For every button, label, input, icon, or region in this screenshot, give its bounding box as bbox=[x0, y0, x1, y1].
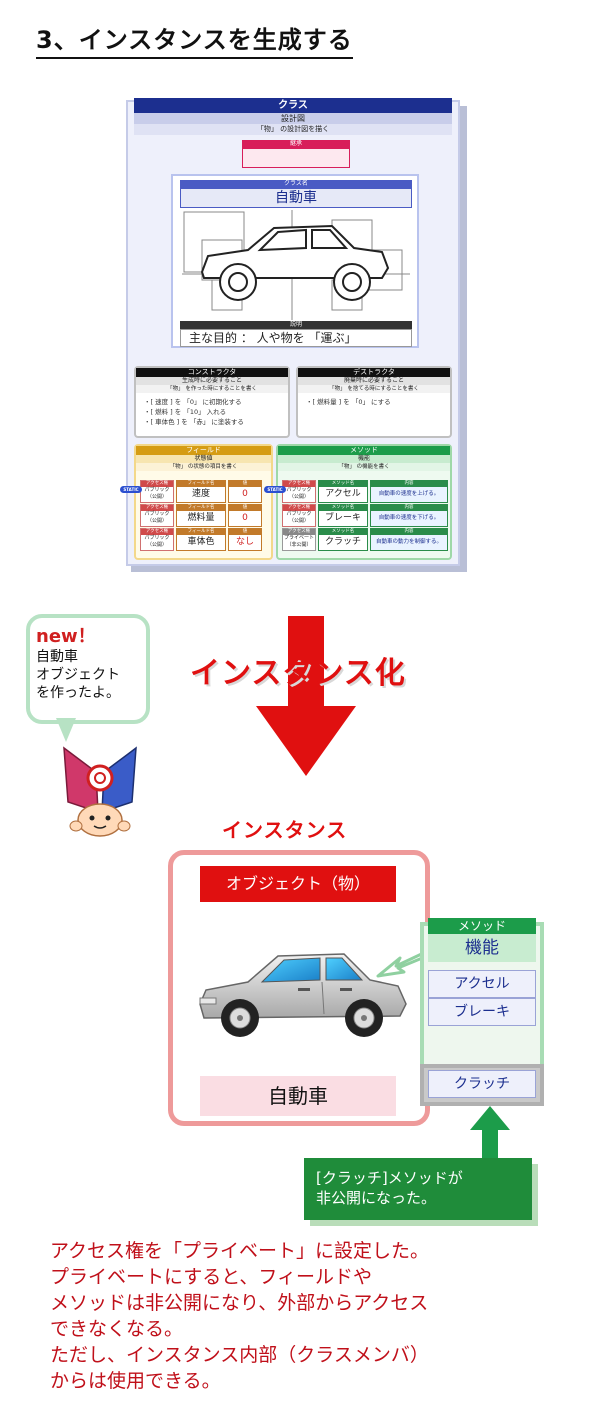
instance-methods-heading: メソッド bbox=[428, 918, 536, 934]
method-name-cell: メソッド名ブレーキ bbox=[318, 504, 368, 527]
instance-title: インスタンス bbox=[222, 818, 348, 842]
field-name-cell: フィールド名車体色 bbox=[176, 528, 226, 551]
instance-method-item: ブレーキ bbox=[428, 998, 536, 1026]
instantiation-arrow-head bbox=[256, 706, 356, 776]
constructor-hint: 「物」 を作った時にすることを書く bbox=[136, 385, 288, 393]
class-desc-label: 説明 bbox=[180, 321, 412, 329]
method-desc-cell: 内容自動車の速度を下げる。 bbox=[370, 504, 448, 527]
explanation-line: プライベートにすると、フィールドや bbox=[50, 1266, 373, 1288]
page-title: 3、インスタンスを生成する bbox=[36, 20, 353, 59]
methods-subtitle: 機能 bbox=[278, 455, 450, 463]
field-access-cell: アクセス権パブリック（公開） bbox=[140, 504, 174, 527]
methods-panel: メソッド 機能 「物」 の機能を書く アクセス権パブリック（公開） メソッド名ア… bbox=[276, 444, 452, 560]
class-subtitle: 設計図 bbox=[134, 113, 452, 124]
static-tag-methods: STATIC bbox=[264, 486, 286, 493]
inherit-label: 継承 bbox=[242, 140, 350, 148]
method-access-cell: アクセス権パブリック（公開） bbox=[282, 480, 316, 503]
method-name-cell: メソッド名アクセル bbox=[318, 480, 368, 503]
field-row: アクセス権パブリック（公開） フィールド名車体色 値なし bbox=[140, 528, 262, 551]
instance-methods-subtitle: 機能 bbox=[428, 934, 536, 962]
method-access-cell: アクセス権プライベート（非公開） bbox=[282, 528, 316, 551]
classname-value: 自動車 bbox=[180, 188, 412, 208]
explanation-line: メソッドは非公開になり、外部からアクセス bbox=[50, 1292, 429, 1314]
note-arrow-shaft bbox=[482, 1128, 498, 1162]
instance-name: 自動車 bbox=[200, 1076, 396, 1116]
destructor-hint: 「物」 を捨てる時にすることを書く bbox=[298, 385, 450, 393]
method-name-cell: メソッド名クラッチ bbox=[318, 528, 368, 551]
method-desc-cell: 内容自動車の速度を上げる。 bbox=[370, 480, 448, 503]
destructor-item: ・[ 燃料量 ] を 「0」 にする bbox=[306, 398, 391, 406]
constructor-subtitle: 生成時に必要すること bbox=[136, 377, 288, 385]
explanation-line: からは使用できる。 bbox=[50, 1370, 221, 1392]
class-header: クラス bbox=[134, 98, 452, 113]
method-access-cell: アクセス権パブリック（公開） bbox=[282, 504, 316, 527]
constructor-item: ・[ 速度 ] を 「0」 に初期化する bbox=[144, 398, 242, 406]
method-row: アクセス権プライベート（非公開） メソッド名クラッチ 内容自動車の動力を制御する… bbox=[282, 528, 448, 551]
class-description: 「物」 の設計図を描く bbox=[134, 124, 452, 135]
private-method-item: クラッチ bbox=[428, 1070, 536, 1098]
method-row: アクセス権パブリック（公開） メソッド名ブレーキ 内容自動車の速度を下げる。 bbox=[282, 504, 448, 527]
car-icon bbox=[199, 953, 407, 1037]
static-tag-fields: STATIC bbox=[120, 486, 142, 493]
method-desc-cell: 内容自動車の動力を制御する。 bbox=[370, 528, 448, 551]
fields-subtitle: 状態値 bbox=[136, 455, 271, 463]
destructor-heading: デストラクタ bbox=[298, 368, 450, 377]
bubble-new-label: new！ bbox=[36, 626, 96, 647]
constructor-item: ・[ 車体色 ] を 「赤」 に塗装する bbox=[144, 418, 244, 426]
speech-bubble bbox=[26, 614, 150, 724]
fields-hint: 「物」 の状態の項目を書く bbox=[136, 463, 271, 471]
explanation-line: ただし、インスタンス内部（クラスメンバ） bbox=[50, 1344, 429, 1366]
field-access-cell: アクセス権パブリック（公開） bbox=[140, 528, 174, 551]
car-blueprint-illustration bbox=[182, 210, 410, 320]
methods-hint: 「物」 の機能を書く bbox=[278, 463, 450, 471]
bubble-line: 自動車 bbox=[36, 649, 78, 665]
destructor-subtitle: 廃棄時に必要すること bbox=[298, 377, 450, 385]
bubble-line: を作ったよ。 bbox=[36, 685, 120, 701]
classname-label: クラス名 bbox=[180, 180, 412, 188]
instance-method-item: アクセル bbox=[428, 970, 536, 998]
instantiation-label: インスタンス化 bbox=[190, 656, 406, 691]
explanation-line: できなくなる。 bbox=[50, 1318, 184, 1340]
methods-heading: メソッド bbox=[278, 446, 450, 455]
note-box: [クラッチ]メソッドが 非公開になった。 bbox=[304, 1158, 532, 1220]
speech-bubble-tail bbox=[56, 718, 76, 742]
field-access-cell: アクセス権パブリック（公開） bbox=[140, 480, 174, 503]
note-arrow-head bbox=[470, 1106, 510, 1130]
constructor-item: ・[ 燃料 ] を 「10」 入れる bbox=[144, 408, 227, 416]
instantiation-arrow-shaft bbox=[288, 616, 324, 710]
fields-heading: フィールド bbox=[136, 446, 271, 455]
mascot-character bbox=[63, 746, 137, 837]
fields-panel: フィールド 状態値 「物」 の状態の項目を書く アクセス権パブリック（公開） フ… bbox=[134, 444, 273, 560]
class-desc-value: 主な目的 ： 人や物を 「運ぶ」 bbox=[180, 329, 412, 347]
bubble-line: オブジェクト bbox=[36, 667, 120, 683]
note-line: 非公開になった。 bbox=[316, 1189, 437, 1207]
field-name-cell: フィールド名燃料量 bbox=[176, 504, 226, 527]
note-line: [クラッチ]メソッドが bbox=[316, 1169, 463, 1187]
object-label: オブジェクト（物） bbox=[200, 866, 396, 902]
field-name-cell: フィールド名速度 bbox=[176, 480, 226, 503]
method-row: アクセス権パブリック（公開） メソッド名アクセル 内容自動車の速度を上げる。 bbox=[282, 480, 448, 503]
field-value-cell: 値なし bbox=[228, 528, 262, 551]
inherit-field bbox=[242, 148, 350, 168]
explanation-line: アクセス権を「プライベート」に設定した。 bbox=[50, 1240, 430, 1262]
constructor-panel: コンストラクタ 生成時に必要すること 「物」 を作った時にすることを書く ・[ … bbox=[134, 366, 290, 438]
constructor-heading: コンストラクタ bbox=[136, 368, 288, 377]
explanation-text: アクセス権を「プライベート」に設定した。 プライベートにすると、フィールドや メ… bbox=[50, 1238, 570, 1394]
destructor-panel: デストラクタ 廃棄時に必要すること 「物」 を捨てる時にすることを書く ・[ 燃… bbox=[296, 366, 452, 438]
bubble-text: 自動車 オブジェクト を作ったよ。 bbox=[36, 648, 146, 702]
